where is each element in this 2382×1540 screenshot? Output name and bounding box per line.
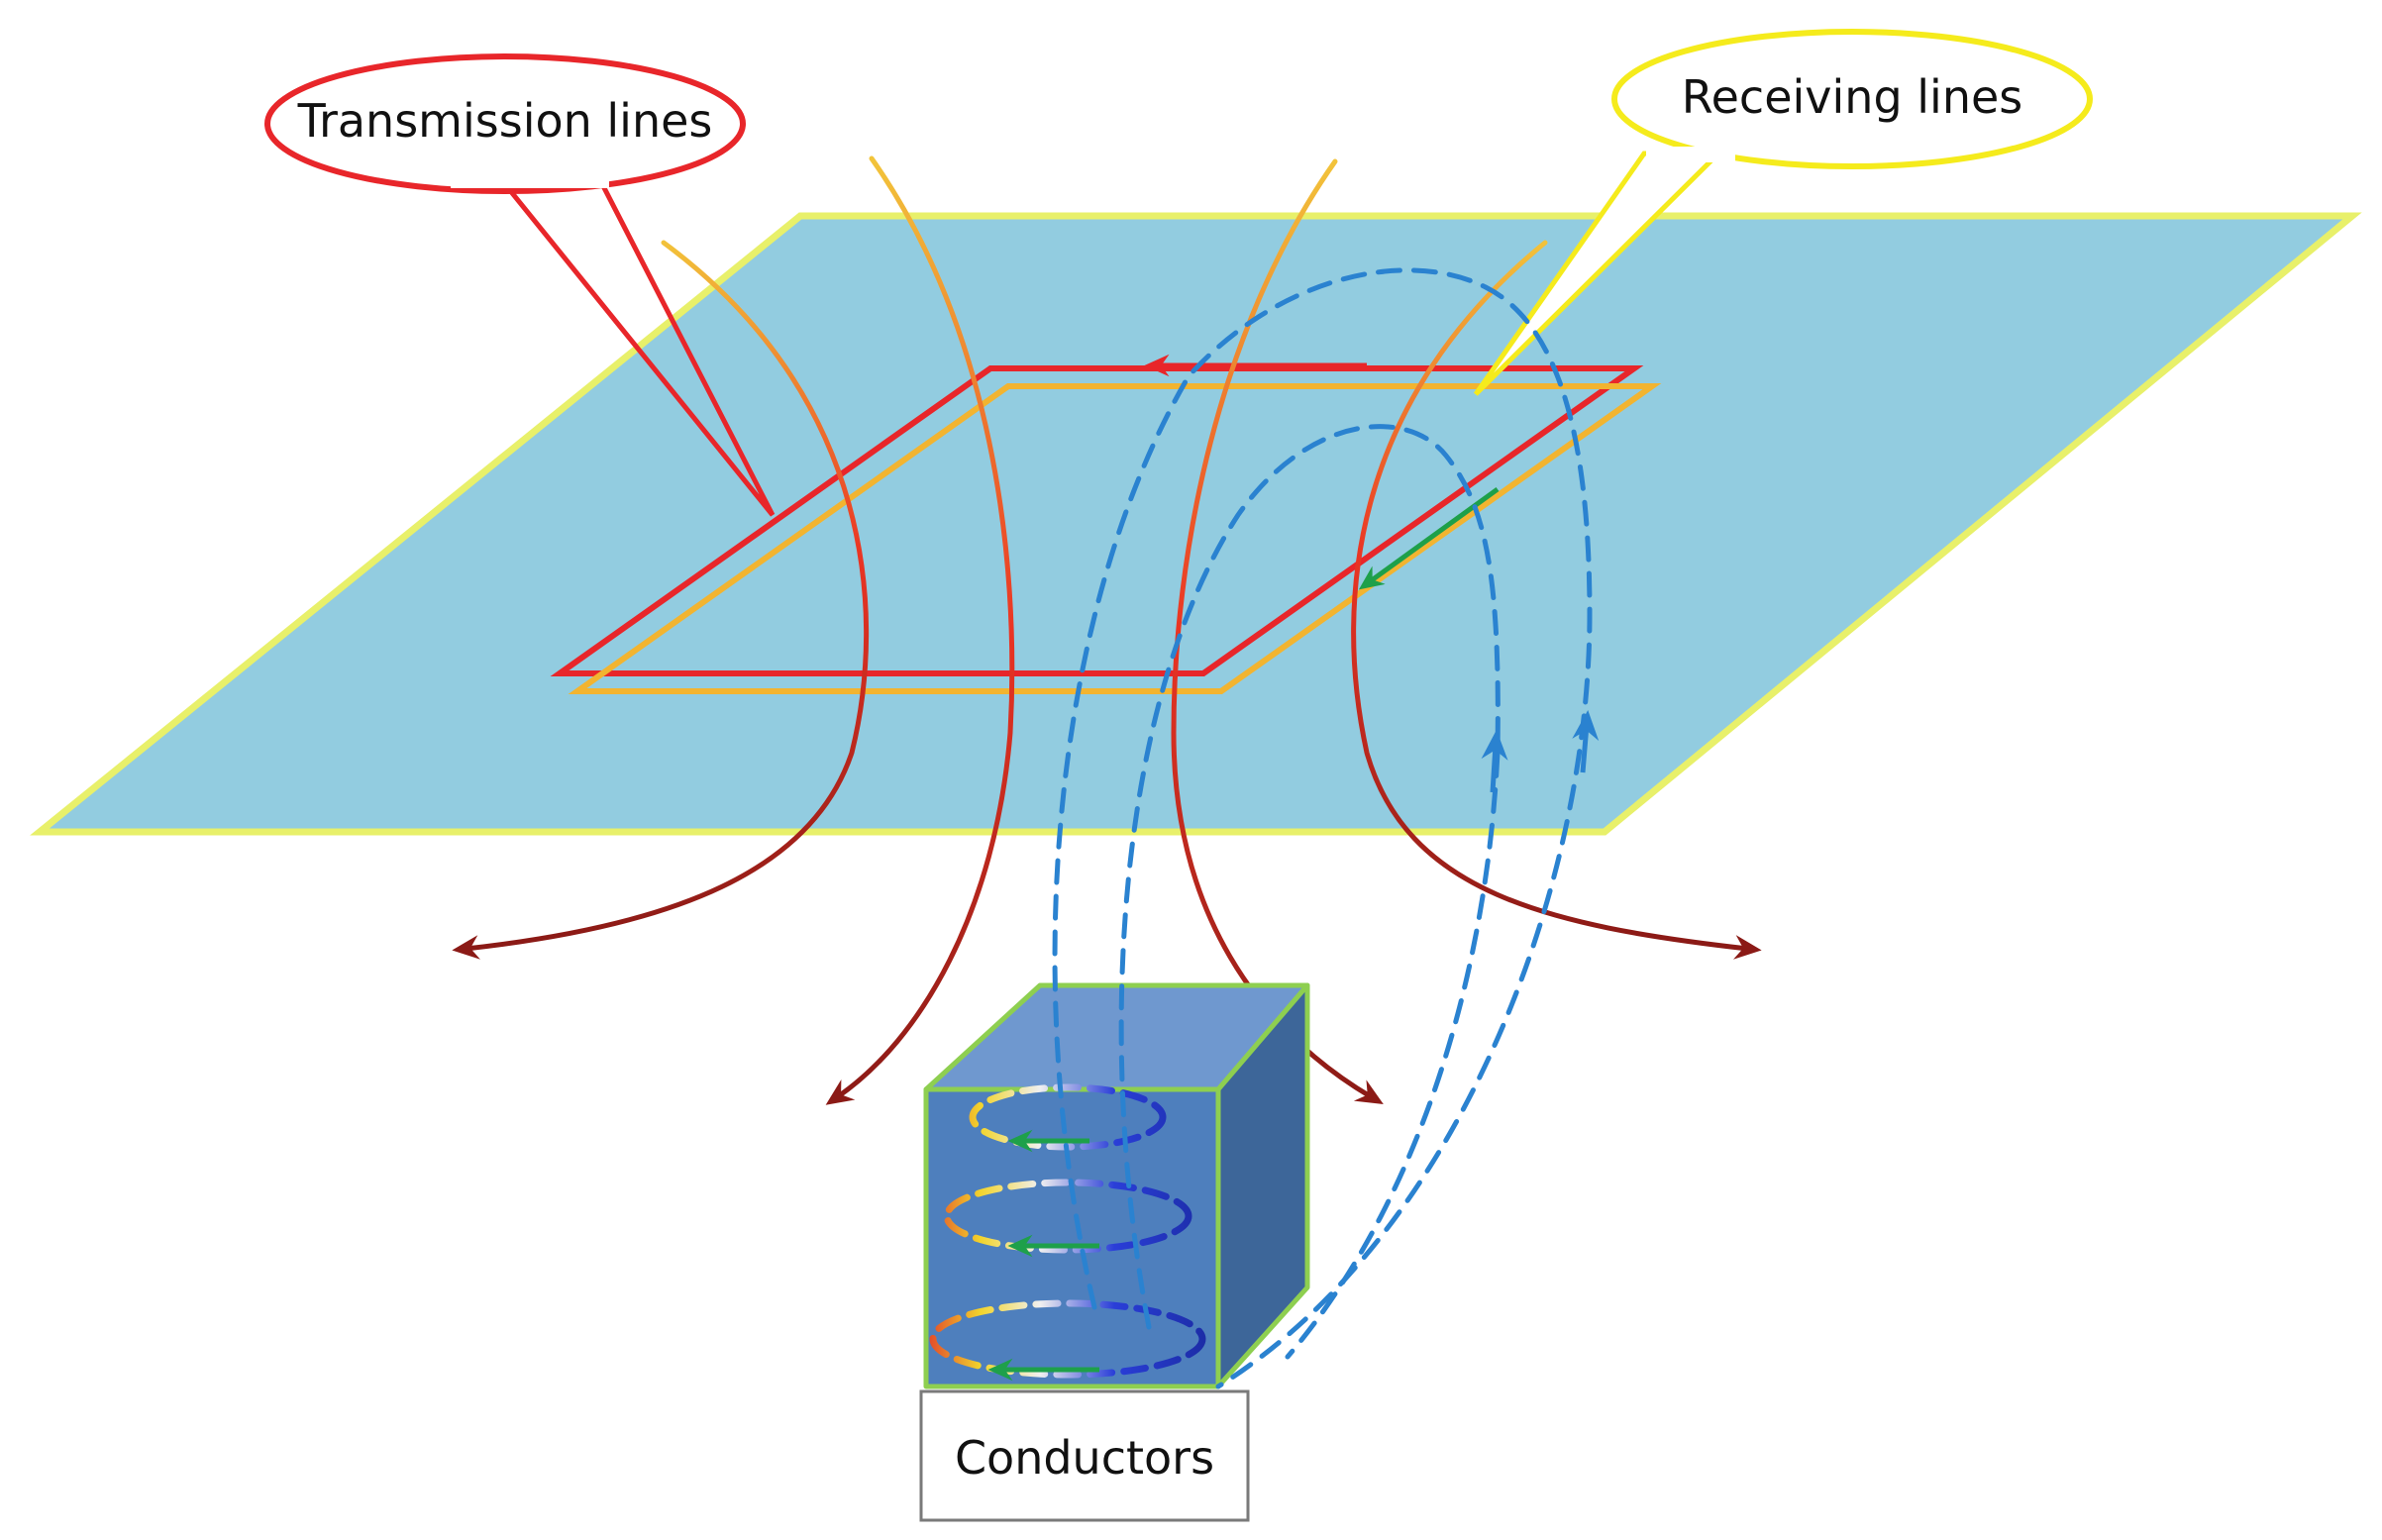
secondary-field-lines [1052, 267, 1593, 1389]
secondary-field-arrows [1481, 710, 1600, 793]
transmission-lines-label: Transmission lines [297, 94, 713, 148]
receiving-callout-bubble [1611, 29, 2093, 169]
transmission-callout-bubble [264, 53, 746, 194]
receiving-coil [568, 383, 1662, 694]
ground-plane [30, 212, 2362, 836]
transmission-coil [550, 365, 1644, 676]
cube-front-face [923, 1086, 1221, 1389]
receiving-lines-callout: Receiving lines [1611, 29, 2093, 169]
eddy-current-arrows [987, 1129, 1099, 1382]
conductors-label: Conductors [955, 1431, 1214, 1485]
receiving-lines-label: Receiving lines [1682, 70, 2023, 124]
transmission-lines-callout: Transmission lines [264, 53, 746, 194]
receiver-current-arrow [1358, 486, 1500, 590]
conductors-label-box: Conductors [919, 1389, 1250, 1522]
conductor-cube [923, 982, 1310, 1389]
